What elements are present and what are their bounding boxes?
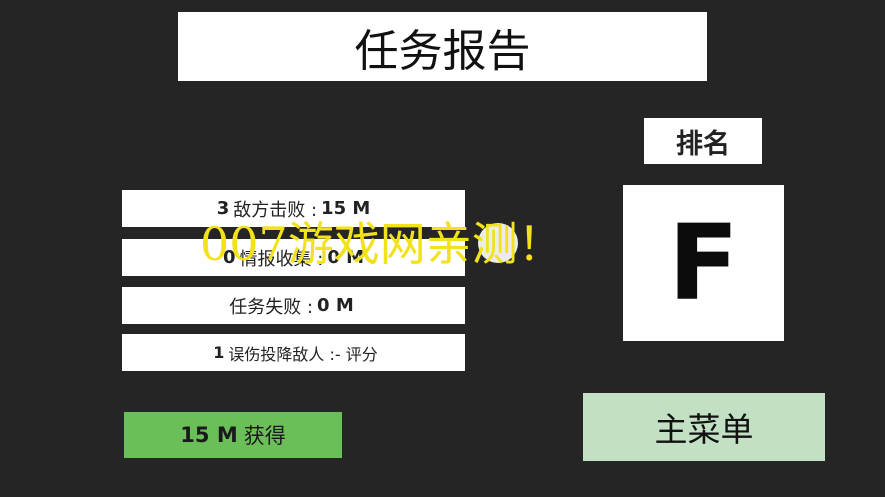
page-title: 任务报告 (178, 12, 707, 81)
earned-label: 获得 (243, 424, 286, 448)
money-earned-badge: 15 M 获得 (124, 412, 342, 458)
main-menu-button[interactable]: 主菜单 (583, 393, 825, 461)
stat-value: - 评分 (334, 344, 378, 364)
stat-friendly-fire-surrendered: 1 误伤投降敌人 : - 评分 (122, 334, 465, 371)
stat-count: 1 (213, 343, 225, 362)
stat-count: 3 (216, 198, 230, 219)
stat-count: 0 (222, 247, 236, 268)
rank-label: 排名 (644, 118, 762, 164)
stat-mission-failed: 任务失败 : 0 M (122, 287, 465, 324)
stat-enemies-defeated: 3 敌方击败 : 15 M (122, 190, 465, 227)
rank-label-text: 排名 (676, 128, 730, 160)
stat-value: 15 M (321, 198, 371, 219)
page-title-text: 任务报告 (354, 25, 531, 77)
stat-label: 情报收集 : (239, 248, 324, 270)
stat-value: 0 M (327, 247, 365, 268)
stat-label: 误伤投降敌人 : (228, 344, 335, 364)
main-menu-label: 主菜单 (654, 410, 754, 449)
earned-amount: 15 M (180, 423, 238, 447)
rank-grade: F (667, 202, 740, 324)
rank-grade-box: F (623, 185, 784, 341)
stat-label: 任务失败 : (229, 296, 314, 318)
stat-label: 敌方击败 : (233, 199, 318, 221)
loading-circle-icon (478, 223, 518, 263)
stat-intel-collected: 0 情报收集 : 0 M (122, 239, 465, 276)
stat-value: 0 M (317, 295, 354, 316)
